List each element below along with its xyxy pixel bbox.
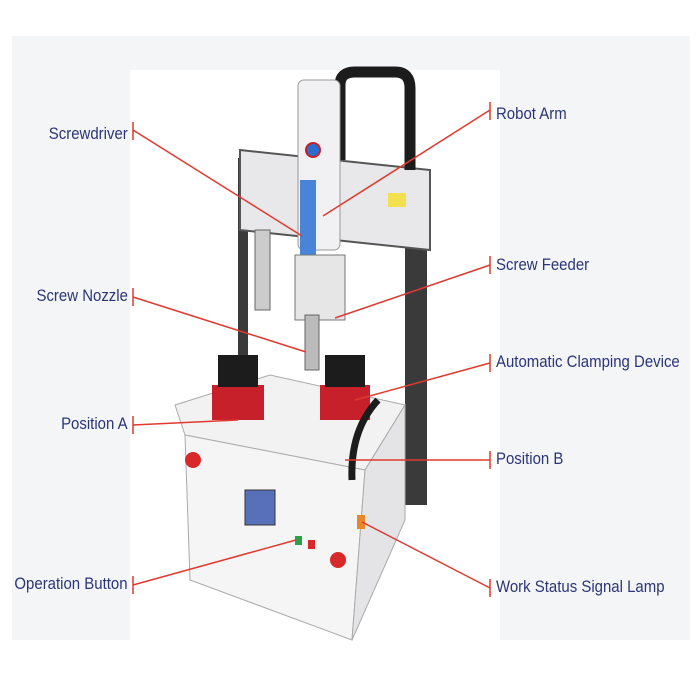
left-column [238,158,248,388]
right-column [405,175,427,505]
leader-lines [132,102,491,597]
machine-base-side [351,403,406,641]
cable-chain-b [348,397,381,481]
label-robot-arm: Robot Arm [496,104,567,123]
label-position-b: Position B [496,449,564,468]
cable-chain [334,66,416,170]
leader-screw-nozzle [132,288,307,353]
leader-position-b [345,451,491,469]
operation-button-red [308,540,315,549]
screw-feeder-block [294,254,346,321]
leader-clamping [354,354,491,401]
label-operation-button: Operation Button [14,574,128,593]
leader-screw-feeder [334,256,491,319]
leader-signal-lamp [361,521,491,597]
leader-operation-button [132,539,297,594]
label-screw-nozzle: Screw Nozzle [36,286,128,305]
leader-robot-arm [322,102,491,217]
position-b-clamp [325,355,365,387]
label-automatic-clamping-device: Automatic Clamping Device [496,352,680,371]
leader-screwdriver [132,122,303,237]
operation-button-green [295,536,302,545]
label-position-a: Position A [61,414,128,433]
position-b-fixture [320,385,370,420]
emergency-stop-right [330,552,346,568]
position-a-clamp [218,355,258,387]
z-cylinder [254,229,271,311]
warning-sticker [388,193,406,207]
label-work-status-signal-lamp: Work Status Signal Lamp [496,577,665,596]
brand-logo [305,142,321,158]
screwdriver-body [300,180,316,260]
signal-lamp [357,515,365,529]
control-panel-display [244,489,276,526]
label-screwdriver: Screwdriver [49,124,128,143]
position-a-fixture [212,385,264,420]
label-screw-feeder: Screw Feeder [496,255,590,274]
machine-base-front [184,434,366,641]
screw-nozzle [304,314,320,371]
emergency-stop-left [185,452,201,468]
leader-position-a [132,416,239,434]
